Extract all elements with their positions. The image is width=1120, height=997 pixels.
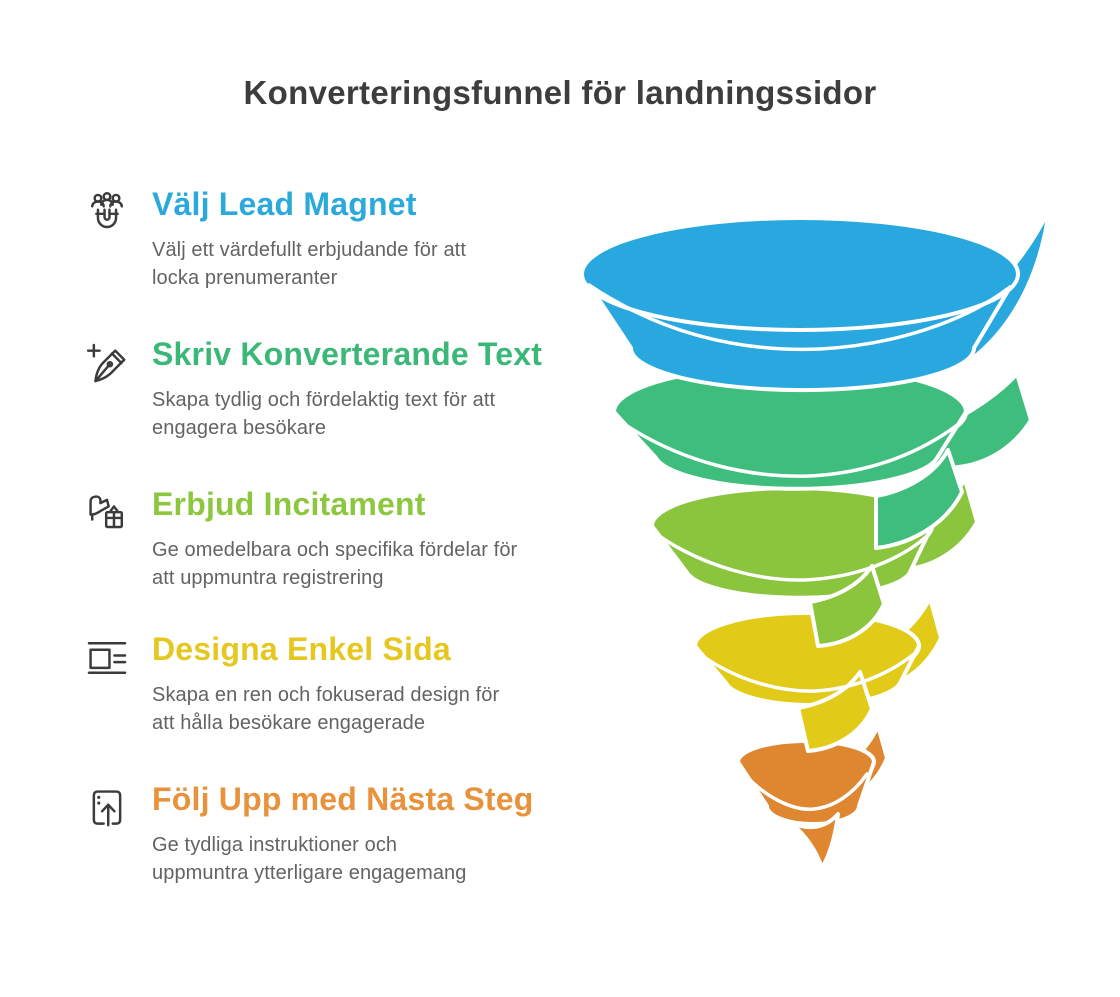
step-title: Välj Lead Magnet	[152, 186, 417, 222]
step-item-1: Välj Lead Magnet Välj ett värdefullt erb…	[84, 186, 622, 293]
page-layout-icon	[84, 633, 132, 683]
funnel-segment-orange	[736, 724, 889, 870]
step-item-5: Följ Upp med Nästa Steg Ge tydliga instr…	[84, 781, 622, 888]
step-description: Ge tydliga instruktioner och uppmuntra y…	[152, 833, 467, 885]
step-description: Välj ett värdefullt erbjudande för att l…	[152, 238, 466, 290]
conversion-funnel-graphic	[570, 193, 1090, 930]
gift-incentive-icon	[84, 488, 132, 538]
step-title: Erbjud Incitament	[152, 486, 426, 522]
step-title: Skriv Konverterande Text	[152, 336, 543, 372]
step-title: Designa Enkel Sida	[152, 631, 451, 667]
funnel-segment-green	[612, 364, 1033, 550]
funnel-segment-blue	[580, 208, 1051, 393]
follow-up-arrow-icon	[84, 783, 132, 833]
step-item-4: Designa Enkel Sida Skapa en ren och foku…	[84, 631, 622, 738]
step-description: Skapa tydlig och fördelaktig text för at…	[152, 388, 496, 440]
page-title: Konverteringsfunnel för landningssidor	[243, 74, 877, 111]
pen-plus-icon	[84, 338, 132, 388]
lead-magnet-icon	[84, 188, 132, 238]
step-item-2: Skriv Konverterande Text Skapa tydlig oc…	[84, 336, 622, 443]
step-title: Följ Upp med Nästa Steg	[152, 781, 534, 817]
step-item-3: Erbjud Incitament Ge omedelbara och spec…	[84, 486, 622, 593]
step-description: Ge omedelbara och specifika fördelar för…	[152, 538, 518, 590]
step-description: Skapa en ren och fokuserad design för at…	[152, 683, 500, 735]
